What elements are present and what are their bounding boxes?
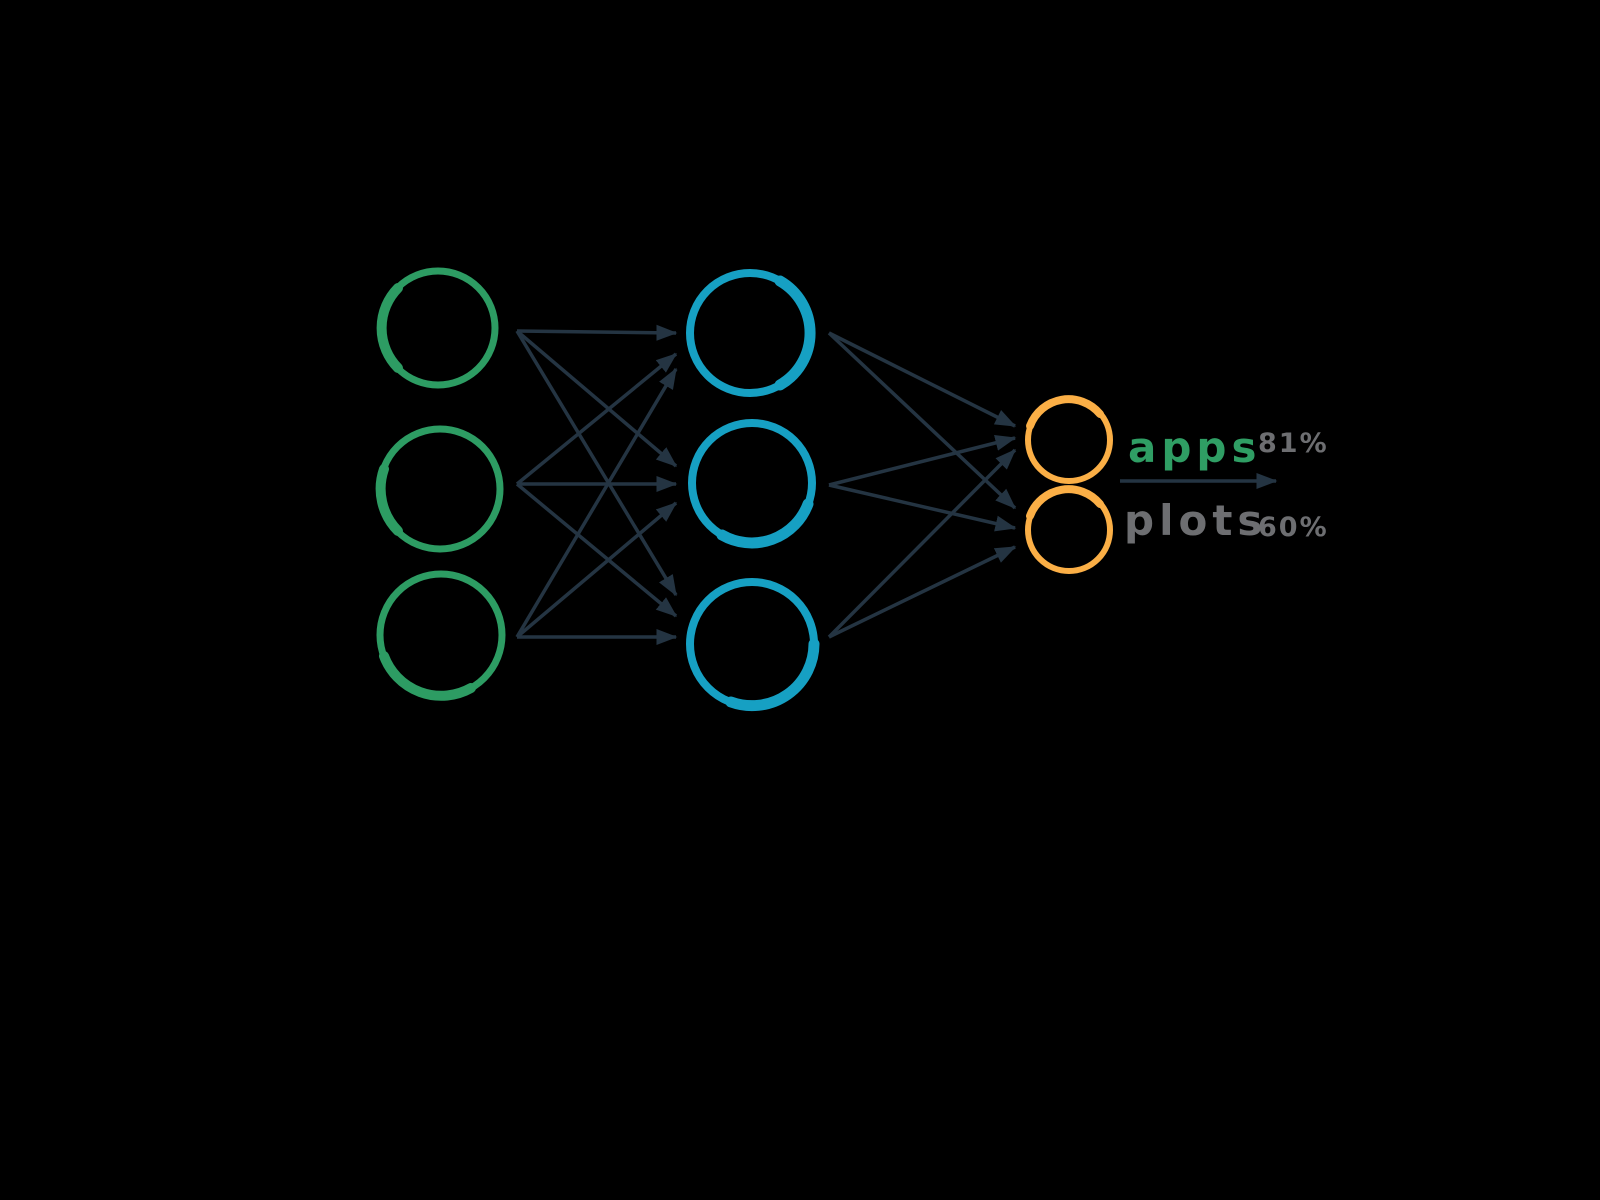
hidden-node-1-accent: [774, 275, 816, 391]
edge-input1-hidden2: [515, 329, 678, 468]
edge-hidden1-output2: [827, 331, 1017, 510]
edge-input2-hidden3: [515, 482, 678, 618]
input-node-2-accent: [375, 464, 403, 536]
edge-input2-hidden1: [515, 352, 678, 486]
hidden-node-3-accent: [725, 638, 820, 712]
input-node-3-accent: [379, 651, 476, 701]
edges-hidden-to-output: [827, 331, 1017, 639]
input-layer: [375, 267, 506, 701]
output-label-apps: apps: [1128, 423, 1261, 472]
edge-input1-hidden1: [516, 324, 678, 341]
edge-input1-hidden3: [515, 330, 678, 597]
hidden-layer: [686, 269, 820, 712]
edge-hidden3-output1: [827, 448, 1017, 639]
edge-hidden2-output2: [828, 483, 1017, 532]
edges-input-to-hidden: [515, 324, 678, 646]
edge-input3-hidden2: [515, 501, 678, 639]
input-node-1-accent: [376, 283, 403, 373]
output-annotations: apps 81% plots 60%: [1120, 423, 1329, 545]
output-value-plots: 60%: [1258, 512, 1329, 543]
edge-hidden3-output2: [828, 545, 1017, 639]
edge-hidden1-output1: [828, 331, 1017, 428]
edge-input3-hidden1: [515, 367, 678, 638]
output-label-plots: plots: [1124, 496, 1267, 545]
output-node-2-accent: [1026, 485, 1104, 520]
output-node-1-accent: [1026, 395, 1104, 430]
output-layer: [1025, 395, 1113, 574]
edge-hidden2-output1: [828, 434, 1017, 487]
output-value-apps: 81%: [1258, 428, 1329, 459]
hidden-node-2-accent: [716, 498, 814, 549]
